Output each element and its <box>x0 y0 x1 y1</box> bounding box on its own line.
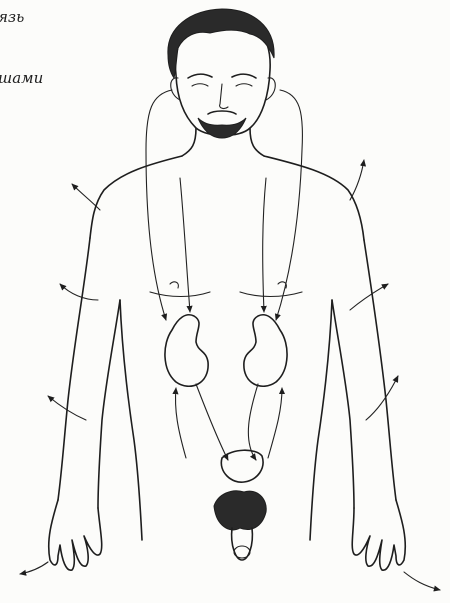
torso-left <box>120 300 142 540</box>
arm-left-outer <box>58 238 90 500</box>
arm-right-outer <box>364 240 396 500</box>
pubic-hair <box>214 491 266 530</box>
neck-left <box>182 128 196 156</box>
chest-right <box>240 292 302 297</box>
hand-right <box>352 500 405 570</box>
shoulder-left <box>90 156 182 238</box>
eye-right <box>236 84 252 86</box>
arm-left-inner <box>98 300 120 508</box>
eyebrow-right <box>232 74 256 78</box>
kidney-left <box>165 315 208 386</box>
arm-right-inner <box>332 300 354 508</box>
ureters <box>175 384 282 460</box>
mustache <box>208 111 236 114</box>
eyebrow-left <box>188 74 212 78</box>
hair <box>168 9 274 78</box>
eye-left <box>192 84 208 86</box>
kidneys <box>165 315 287 386</box>
nose <box>220 84 228 108</box>
kidney-right <box>244 315 287 386</box>
body-outline <box>49 9 406 570</box>
head-to-kidney-arrows <box>146 90 302 320</box>
beard <box>198 118 246 138</box>
hand-left <box>49 500 102 570</box>
shoulder-right <box>264 156 364 240</box>
neck-right <box>250 128 264 156</box>
bladder <box>221 450 263 482</box>
torso-right <box>310 300 332 540</box>
